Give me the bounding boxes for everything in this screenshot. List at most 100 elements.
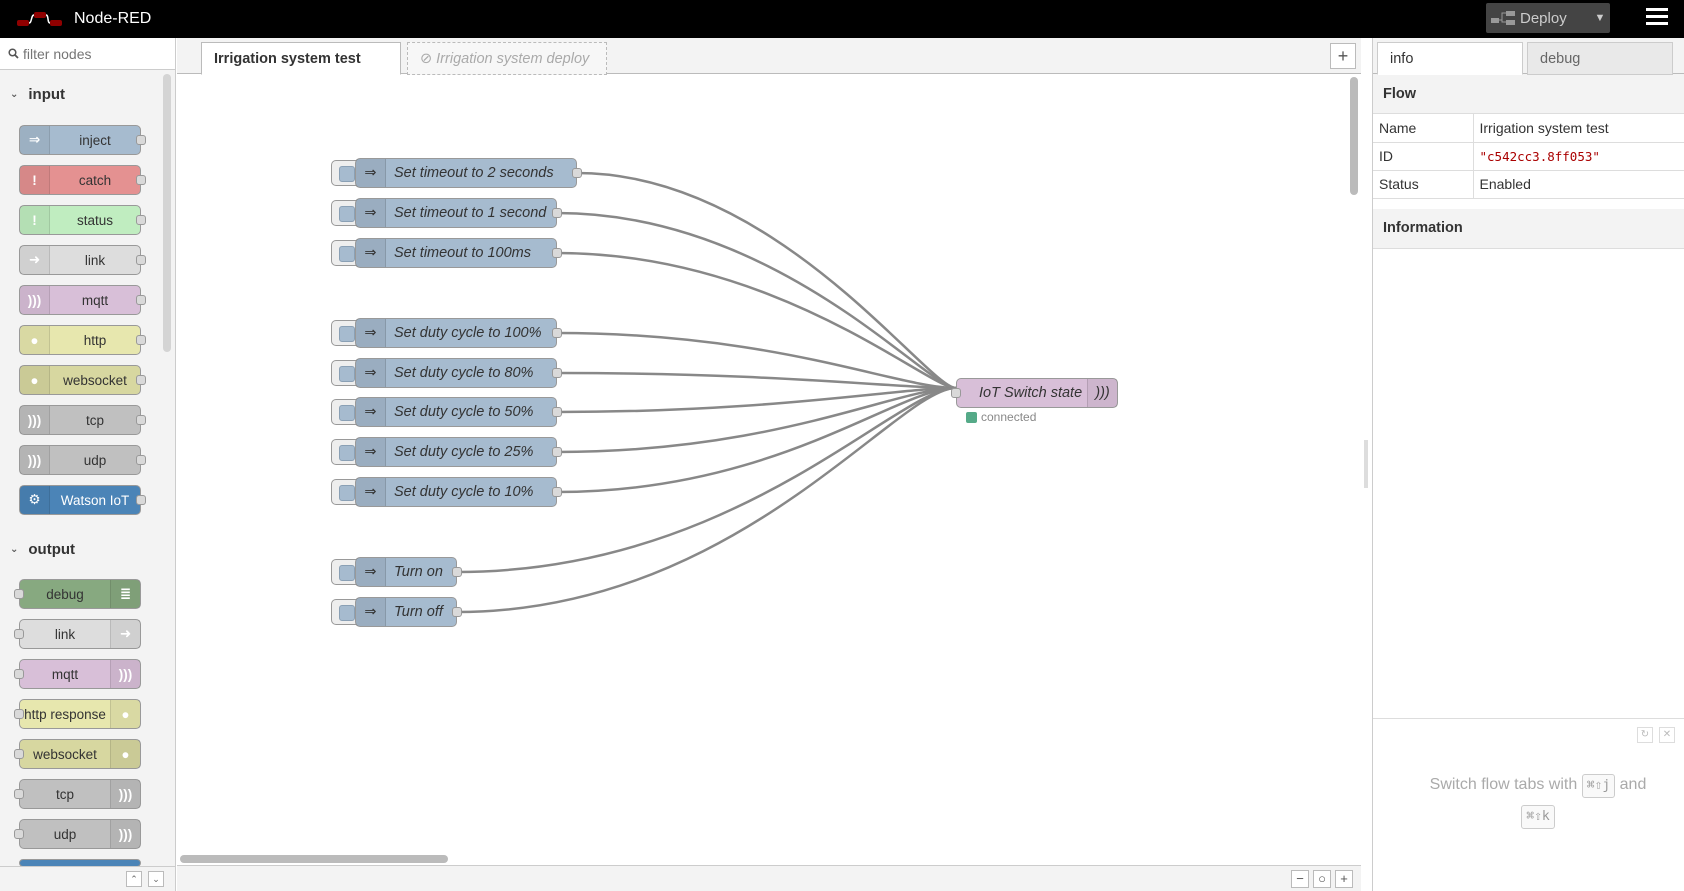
palette-search-input[interactable] <box>23 45 173 62</box>
palette-category-output[interactable]: ⌄ output <box>0 531 161 567</box>
tab-irrigation-system-deploy[interactable]: ⊘ Irrigation system deploy <box>407 42 607 75</box>
refresh-tip-icon[interactable]: ↻ <box>1637 727 1653 743</box>
palette-node-websocket-in[interactable]: ● websocket <box>19 365 146 395</box>
palette-node-mqtt-out[interactable]: mqtt ))) <box>14 659 141 689</box>
inject-node[interactable]: ⇒ Set duty cycle to 50% <box>355 397 562 427</box>
inject-trigger-button[interactable] <box>331 399 359 425</box>
palette-node-status[interactable]: ! status <box>19 205 146 235</box>
palette-node-http-response[interactable]: http response ● <box>14 699 141 729</box>
inject-trigger-button[interactable] <box>331 360 359 386</box>
list-icon: ≣ <box>110 580 140 608</box>
palette-node-label: debug <box>46 586 84 602</box>
palette-node-http-in[interactable]: ● http <box>19 325 146 355</box>
zoom-in-button[interactable]: + <box>1335 870 1353 888</box>
output-port[interactable] <box>552 328 562 338</box>
inject-arrow-icon: ⇒ <box>356 159 386 187</box>
globe-icon: ● <box>20 326 50 354</box>
tips-panel: ↻ ✕ Switch flow tabs with ⌘⇧j and ⌘⇧k <box>1373 718 1684 891</box>
tab-info[interactable]: info <box>1377 42 1523 75</box>
collapse-all-icon[interactable]: ⌃ <box>126 871 142 887</box>
inject-node[interactable]: ⇒ Set duty cycle to 80% <box>355 358 562 388</box>
palette-node-debug[interactable]: debug ≣ <box>14 579 141 609</box>
add-flow-button[interactable]: + <box>1330 43 1356 69</box>
palette-category-input[interactable]: ⌄ input <box>0 76 161 112</box>
canvas-vertical-scrollbar[interactable] <box>1350 77 1358 195</box>
node-label: Set duty cycle to 25% <box>394 444 534 460</box>
main-menu-icon[interactable] <box>1646 8 1668 30</box>
palette-node-inject[interactable]: ⇒ inject <box>19 125 146 155</box>
output-port[interactable] <box>552 208 562 218</box>
node-status: connected <box>966 410 1036 424</box>
inject-trigger-button[interactable] <box>331 320 359 346</box>
inject-node[interactable]: ⇒ Set timeout to 2 seconds <box>355 158 582 188</box>
expand-all-icon[interactable]: ⌄ <box>148 871 164 887</box>
inject-node[interactable]: ⇒ Turn off <box>355 597 462 627</box>
header-bar: Node-RED Deploy ▼ <box>0 0 1684 38</box>
input-port <box>14 709 24 719</box>
globe-icon: ● <box>110 740 140 768</box>
palette-node-label: inject <box>79 132 111 148</box>
palette-node-watson-iot[interactable]: ⚙ Watson IoT <box>19 485 146 515</box>
palette-node-udp-in[interactable]: ))) udp <box>19 445 146 475</box>
close-icon[interactable]: ✕ <box>1659 727 1675 743</box>
chip-icon: ⚙ <box>20 486 50 514</box>
wire <box>556 211 957 390</box>
input-port <box>14 589 24 599</box>
wire <box>556 251 957 390</box>
output-port[interactable] <box>452 567 462 577</box>
inject-trigger-button[interactable] <box>331 200 359 226</box>
inject-node[interactable]: ⇒ Set timeout to 1 second <box>355 198 562 228</box>
palette-scrollbar[interactable] <box>163 74 171 352</box>
output-port[interactable] <box>552 487 562 497</box>
output-port[interactable] <box>552 407 562 417</box>
inject-node[interactable]: ⇒ Turn on <box>355 557 462 587</box>
palette-node-link-in[interactable]: ➜ link <box>19 245 146 275</box>
inject-trigger-button[interactable] <box>331 240 359 266</box>
deploy-label: Deploy <box>1520 9 1567 27</box>
inject-node[interactable]: ⇒ Set duty cycle to 25% <box>355 437 562 467</box>
palette-node-tcp-out[interactable]: tcp ))) <box>14 779 141 809</box>
output-port[interactable] <box>552 447 562 457</box>
information-heading: Information <box>1373 208 1684 249</box>
palette-node-websocket-out[interactable]: websocket ● <box>14 739 141 769</box>
wire <box>556 386 957 494</box>
wires <box>456 171 957 614</box>
tab-irrigation-system-test[interactable]: Irrigation system test <box>201 42 401 75</box>
output-port <box>136 335 146 345</box>
palette-node-label: tcp <box>85 412 104 428</box>
node-label: Set duty cycle to 10% <box>394 484 534 500</box>
deploy-button[interactable]: Deploy ▼ <box>1486 3 1610 33</box>
palette-node-tcp-in[interactable]: ))) tcp <box>19 405 146 435</box>
palette-node-mqtt-in[interactable]: ))) mqtt <box>19 285 146 315</box>
output-port[interactable] <box>552 368 562 378</box>
inject-arrow-icon: ⇒ <box>356 319 386 347</box>
shortcut-key: ⌘⇧k <box>1521 805 1555 829</box>
output-port[interactable] <box>552 248 562 258</box>
canvas-horizontal-scrollbar[interactable] <box>180 855 448 863</box>
output-port[interactable] <box>452 607 462 617</box>
palette-node-catch[interactable]: ! catch <box>19 165 146 195</box>
tab-debug[interactable]: debug <box>1527 42 1673 75</box>
output-port <box>136 215 146 225</box>
inject-node[interactable]: ⇒ Set timeout to 100ms <box>355 238 562 268</box>
sidebar-resize-handle[interactable] <box>1364 440 1368 488</box>
inject-node[interactable]: ⇒ Set duty cycle to 100% <box>355 318 562 348</box>
node-label: Set timeout to 100ms <box>394 245 532 261</box>
deploy-dropdown-icon[interactable]: ▼ <box>1594 12 1606 24</box>
alert-icon: ! <box>20 166 50 194</box>
category-label: output <box>28 540 76 558</box>
property-key: ID <box>1373 142 1474 171</box>
zoom-reset-button[interactable]: ○ <box>1313 870 1331 888</box>
output-port[interactable] <box>572 168 582 178</box>
palette-node-label: websocket <box>63 372 127 388</box>
inject-node[interactable]: ⇒ Set duty cycle to 10% <box>355 477 562 507</box>
palette-node-udp-out[interactable]: udp ))) <box>14 819 141 849</box>
palette-node-link-out[interactable]: link ➜ <box>14 619 141 649</box>
zoom-out-button[interactable]: − <box>1291 870 1309 888</box>
palette-footer: ⌃ ⌄ <box>0 866 175 891</box>
mqtt-out-node[interactable]: IoT Switch state ))) <box>951 378 1118 408</box>
app-logo: Node-RED <box>16 9 151 29</box>
input-port[interactable] <box>951 388 961 398</box>
inject-trigger-button[interactable] <box>331 479 359 505</box>
inject-trigger-button[interactable] <box>331 439 359 465</box>
